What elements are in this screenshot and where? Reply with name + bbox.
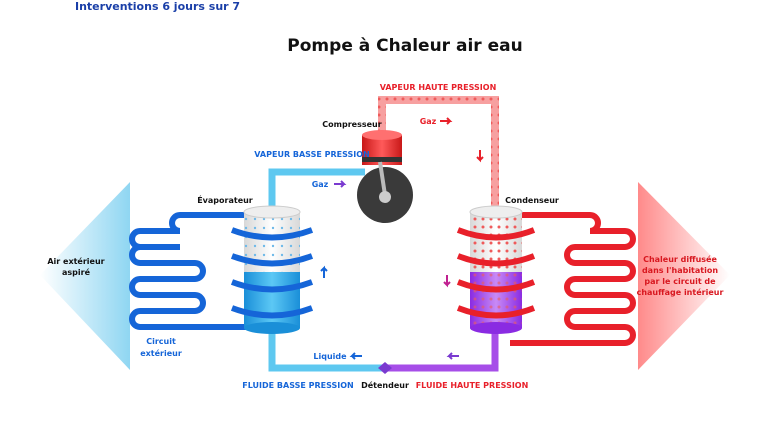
label-gaz-top: Gaz	[420, 117, 437, 126]
label-circuit-2: extérieur	[140, 348, 182, 358]
label-air-2: aspiré	[62, 267, 91, 277]
label-air-1: Air extérieur	[47, 256, 104, 266]
label-fluide-haute: FLUIDE HAUTE PRESSION	[416, 381, 529, 390]
heat-output-arrow	[638, 182, 730, 370]
label-liquide: Liquide	[313, 352, 347, 361]
label-evaporateur: Évaporateur	[197, 194, 253, 205]
expansion-valve	[378, 362, 392, 374]
label-detendeur: Détendeur	[361, 380, 409, 390]
label-fluide-basse: FLUIDE BASSE PRESSION	[242, 381, 353, 390]
label-chaleur-3: par le circuit de	[644, 277, 716, 286]
label-chaleur-1: Chaleur diffusée	[643, 254, 717, 264]
label-chaleur-2: dans l'habitation	[642, 266, 718, 275]
label-condenseur: Condenseur	[505, 196, 559, 205]
outdoor-circuit-coil	[129, 212, 250, 330]
low-pressure-vapour-pipe	[268, 168, 365, 212]
outside-air-arrow	[40, 182, 130, 370]
compressor	[357, 130, 413, 223]
evaporator	[230, 205, 314, 334]
label-compresseur: Compresseur	[322, 120, 381, 129]
indoor-heating-coil	[510, 212, 636, 346]
high-pressure-fluid-pipe	[385, 328, 499, 372]
low-pressure-fluid-pipe	[268, 328, 385, 372]
header-note: Interventions 6 jours sur 7	[75, 0, 241, 13]
label-circuit-1: Circuit	[146, 337, 176, 346]
label-vapeur-haute: VAPEUR HAUTE PRESSION	[380, 83, 497, 92]
label-vapeur-basse: VAPEUR BASSE PRESSION	[254, 150, 369, 159]
high-pressure-vapour-dots	[378, 96, 499, 212]
flow-arrow-icons	[320, 117, 484, 360]
label-chaleur-4: chauffage intérieur	[637, 287, 724, 297]
condenser	[456, 205, 536, 334]
diagram-title: Pompe à Chaleur air eau	[287, 36, 522, 56]
label-gaz-left: Gaz	[312, 180, 329, 189]
